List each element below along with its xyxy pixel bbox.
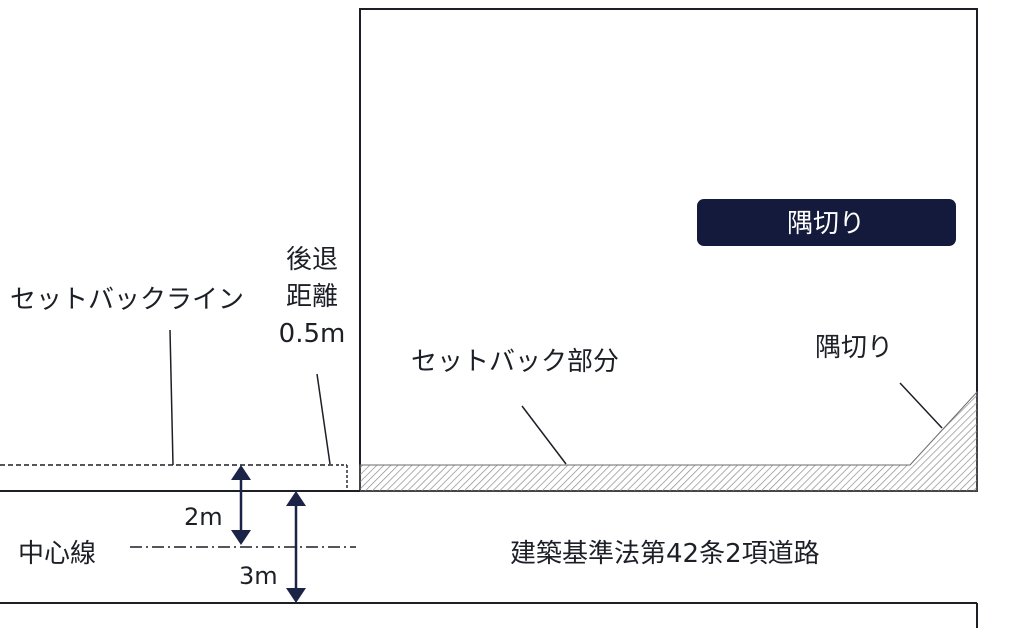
corner-cut-leader [899, 382, 943, 429]
road-name-label: 建築基準法第42条2項道路 [510, 539, 820, 569]
setback-line-leader [169, 329, 174, 466]
dimension-3m-label: 3m [239, 562, 278, 590]
retreat-distance-label-1: 後退 [286, 245, 338, 275]
setback-area [359, 390, 978, 492]
corner-cut-badge [697, 199, 956, 246]
center-line-label: 中心線 [18, 539, 96, 569]
setback-part-leader [521, 405, 567, 465]
setback-line-label: セットバックライン [10, 285, 244, 315]
setback-part-label: セットバック部分 [411, 347, 619, 377]
site-boundary [359, 8, 978, 492]
retreat-distance-leader [316, 373, 331, 465]
corner-cut-label: 隅切り [815, 333, 893, 363]
dimension-2m-label: 2m [184, 503, 223, 531]
retreat-distance-value: 0.5m [279, 319, 346, 349]
corner-cut-badge-text: 隅切り [787, 209, 865, 239]
dimension-3m-arrow [286, 491, 306, 603]
retreat-distance-label-2: 距離 [286, 282, 338, 312]
dimension-2m-arrow [231, 465, 251, 545]
